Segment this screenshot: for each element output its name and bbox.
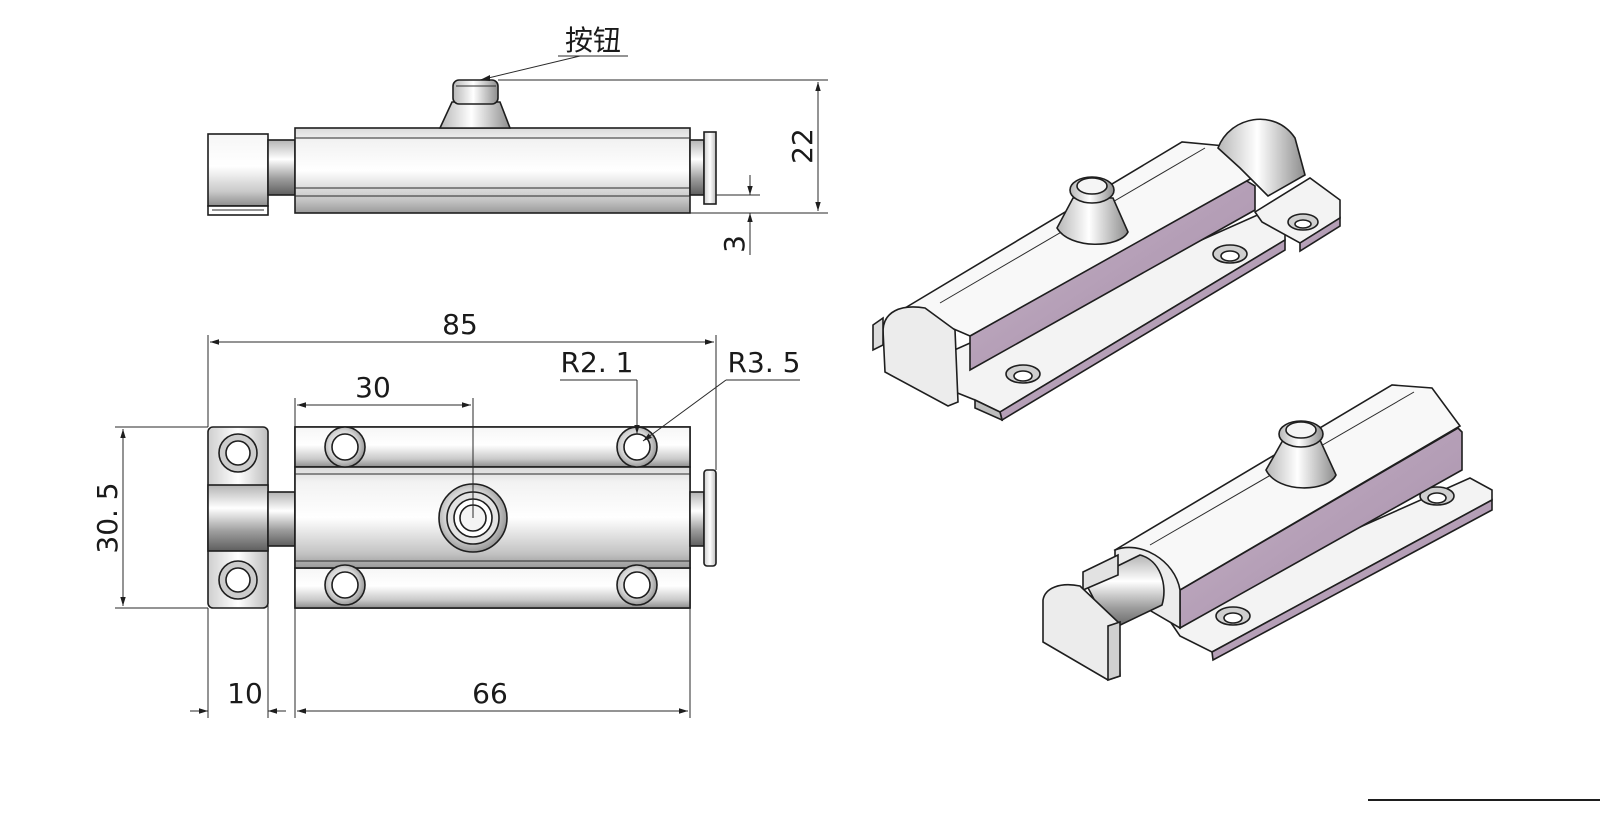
radius-r2-1-value: R2. 1: [561, 346, 634, 379]
dimension-3: 3: [716, 175, 760, 255]
dimension-30-5: 30. 5: [91, 426, 208, 609]
isometric-view-extended: [1042, 384, 1493, 682]
dimension-30-value: 30: [355, 371, 391, 404]
button-callout-label: 按钮: [565, 24, 621, 57]
top-view: [207, 426, 717, 609]
dimension-85-value: 85: [442, 308, 478, 341]
dimension-66: 66: [294, 608, 691, 718]
dimension-30: 30: [294, 371, 474, 518]
dimension-66-value: 66: [472, 677, 508, 710]
radius-r3-5-value: R3. 5: [728, 346, 801, 379]
dimension-3-value: 3: [718, 235, 751, 253]
radius-r3-5: R3. 5: [642, 346, 801, 442]
dimension-10-value: 10: [227, 677, 263, 710]
dimension-22: 22: [498, 79, 828, 214]
button-callout: 按钮: [479, 24, 628, 81]
isometric-view-assembled: [872, 118, 1341, 422]
dimension-85: 85: [207, 308, 717, 470]
dimension-30-5-value: 30. 5: [91, 482, 124, 553]
dimension-10: 10: [190, 546, 286, 718]
front-view: [207, 79, 717, 216]
dimension-22-value: 22: [786, 128, 819, 164]
radius-r2-1: R2. 1: [560, 346, 640, 434]
